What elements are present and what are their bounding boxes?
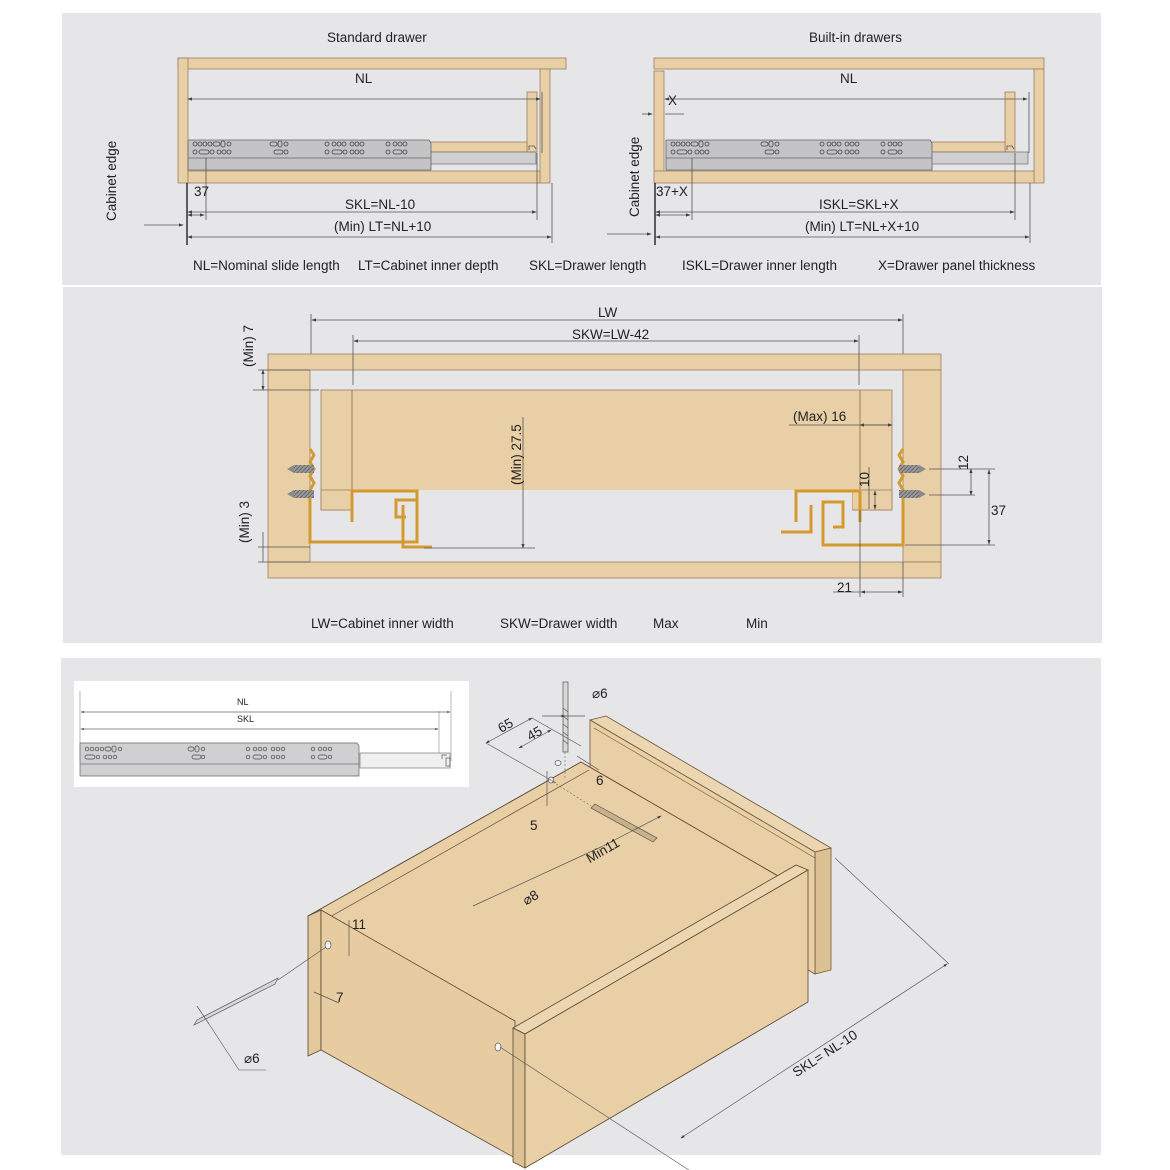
cabinet-edge-label-builtin: Cabinet edge — [627, 136, 642, 217]
legend-skl: SKL=Drawer length — [529, 258, 647, 273]
iskl-label: ISKL=SKL+X — [819, 197, 899, 212]
cross-section-drawing — [253, 314, 995, 597]
legend-lt: LT=Cabinet inner depth — [358, 258, 499, 273]
legend-max: Max — [653, 616, 679, 631]
cabinet-edge-label-standard: Cabinet edge — [104, 140, 119, 221]
right-runner — [781, 448, 926, 547]
min27-5-label: (Min) 27.5 — [509, 424, 524, 485]
inset-skl-label: SKL — [237, 714, 255, 724]
dim5-label: 5 — [530, 818, 538, 833]
builtin-drawer-drawing — [607, 57, 1045, 245]
nl-label-standard: NL — [355, 71, 373, 86]
slide-inset: NL SKL — [74, 681, 469, 787]
min3-label: (Min) 3 — [237, 500, 252, 543]
dim21-label: 21 — [837, 580, 853, 595]
dim11-label: 11 — [352, 917, 367, 932]
nl-label-builtin: NL — [840, 71, 858, 86]
side-view-panel: Standard drawer Built-in drawers — [62, 13, 1101, 285]
slide-inset-drawing — [79, 691, 452, 777]
legend-skw: SKW=Drawer width — [500, 616, 618, 631]
dim10-label: 10 — [857, 471, 872, 487]
offset-37x-label: 37+X — [656, 184, 688, 199]
dim6-label: 6 — [596, 773, 604, 788]
skw-label: SKW=LW-42 — [572, 327, 650, 342]
left-runner — [287, 448, 432, 549]
dim12-label: 12 — [956, 454, 971, 470]
left-drill-bit — [193, 946, 327, 1026]
lt-label-standard: (Min) LT=NL+10 — [334, 219, 432, 234]
inset-nl-label: NL — [237, 697, 249, 707]
max16-label: (Max) 16 — [793, 409, 847, 424]
side-view-drawings — [144, 57, 1045, 245]
legend-x: X=Drawer panel thickness — [878, 258, 1036, 273]
x-label: X — [668, 93, 678, 108]
cross-section-panel: LW SKW=LW-42 (Min) 7 (Min) 3 (Min) 27.5 … — [63, 287, 1102, 643]
dia6-top-label: ⌀6 — [592, 686, 608, 701]
offset-37-label: 37 — [194, 184, 210, 199]
lt-label-builtin: (Min) LT=NL+X+10 — [805, 219, 920, 234]
isometric-drawer-drawing — [193, 681, 950, 1170]
skl-label: SKL=NL-10 — [345, 197, 416, 212]
min7-label: (Min) 7 — [241, 324, 256, 367]
builtin-drawers-title: Built-in drawers — [809, 30, 903, 45]
standard-drawer-title: Standard drawer — [327, 30, 427, 45]
legend-min: Min — [746, 616, 768, 631]
lw-label: LW — [598, 305, 618, 320]
vertical-drill-bit — [562, 681, 569, 778]
isometric-panel: NL SKL — [61, 658, 1101, 1170]
legend-nl: NL=Nominal slide length — [193, 258, 340, 273]
standard-drawer-drawing — [144, 57, 567, 245]
dia6-left-label: ⌀6 — [244, 1051, 260, 1066]
legend-lw: LW=Cabinet inner width — [311, 616, 454, 631]
legend-iskl: ISKL=Drawer inner length — [682, 258, 837, 273]
dim37-label: 37 — [991, 503, 1007, 518]
dim7-label: 7 — [336, 990, 344, 1005]
